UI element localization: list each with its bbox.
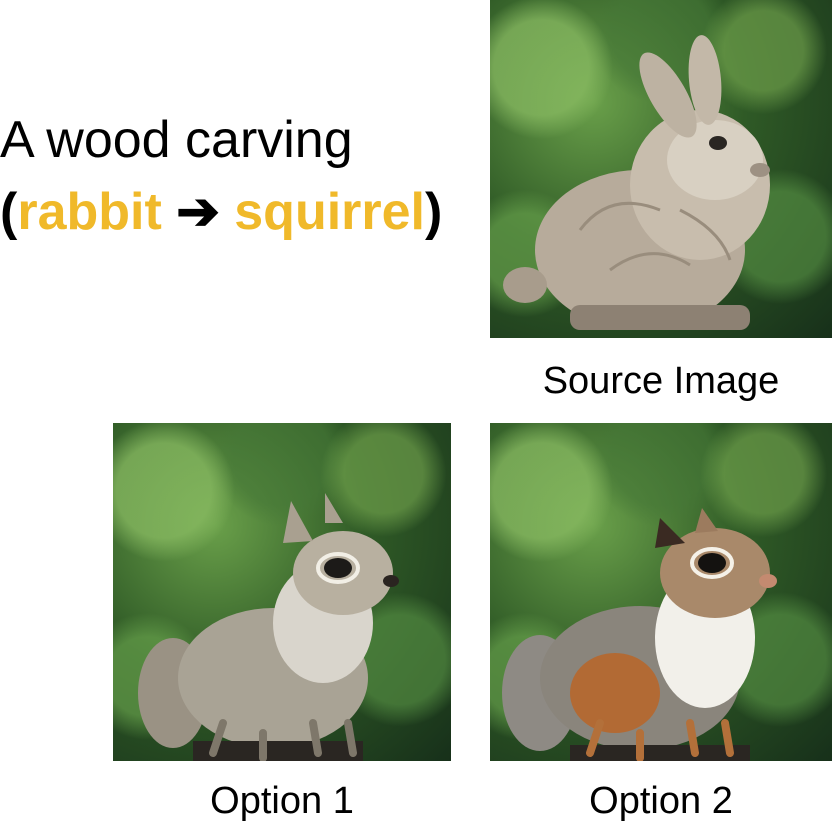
- open-paren: (: [0, 183, 18, 241]
- squirrel-option-1-illustration: [138, 493, 399, 761]
- option-2-caption: Option 2: [589, 780, 733, 822]
- source-image: [490, 0, 832, 338]
- option-1-image: [113, 423, 451, 761]
- close-paren: ): [425, 183, 443, 241]
- source-image-caption: Source Image: [542, 360, 780, 402]
- target-word: squirrel: [234, 183, 425, 241]
- edit-prompt: A wood carving (rabbit ➔ squirrel): [0, 104, 442, 248]
- source-word: rabbit: [17, 183, 162, 241]
- arrow-icon: ➔: [176, 183, 220, 241]
- prompt-line-1: A wood carving: [0, 111, 353, 169]
- option-1-caption: Option 1: [210, 780, 354, 822]
- squirrel-option-2-illustration: [502, 508, 777, 761]
- prompt-line-2: (rabbit ➔ squirrel): [0, 176, 442, 248]
- rabbit-carving-illustration: [503, 35, 770, 330]
- option-2-image: [490, 423, 832, 761]
